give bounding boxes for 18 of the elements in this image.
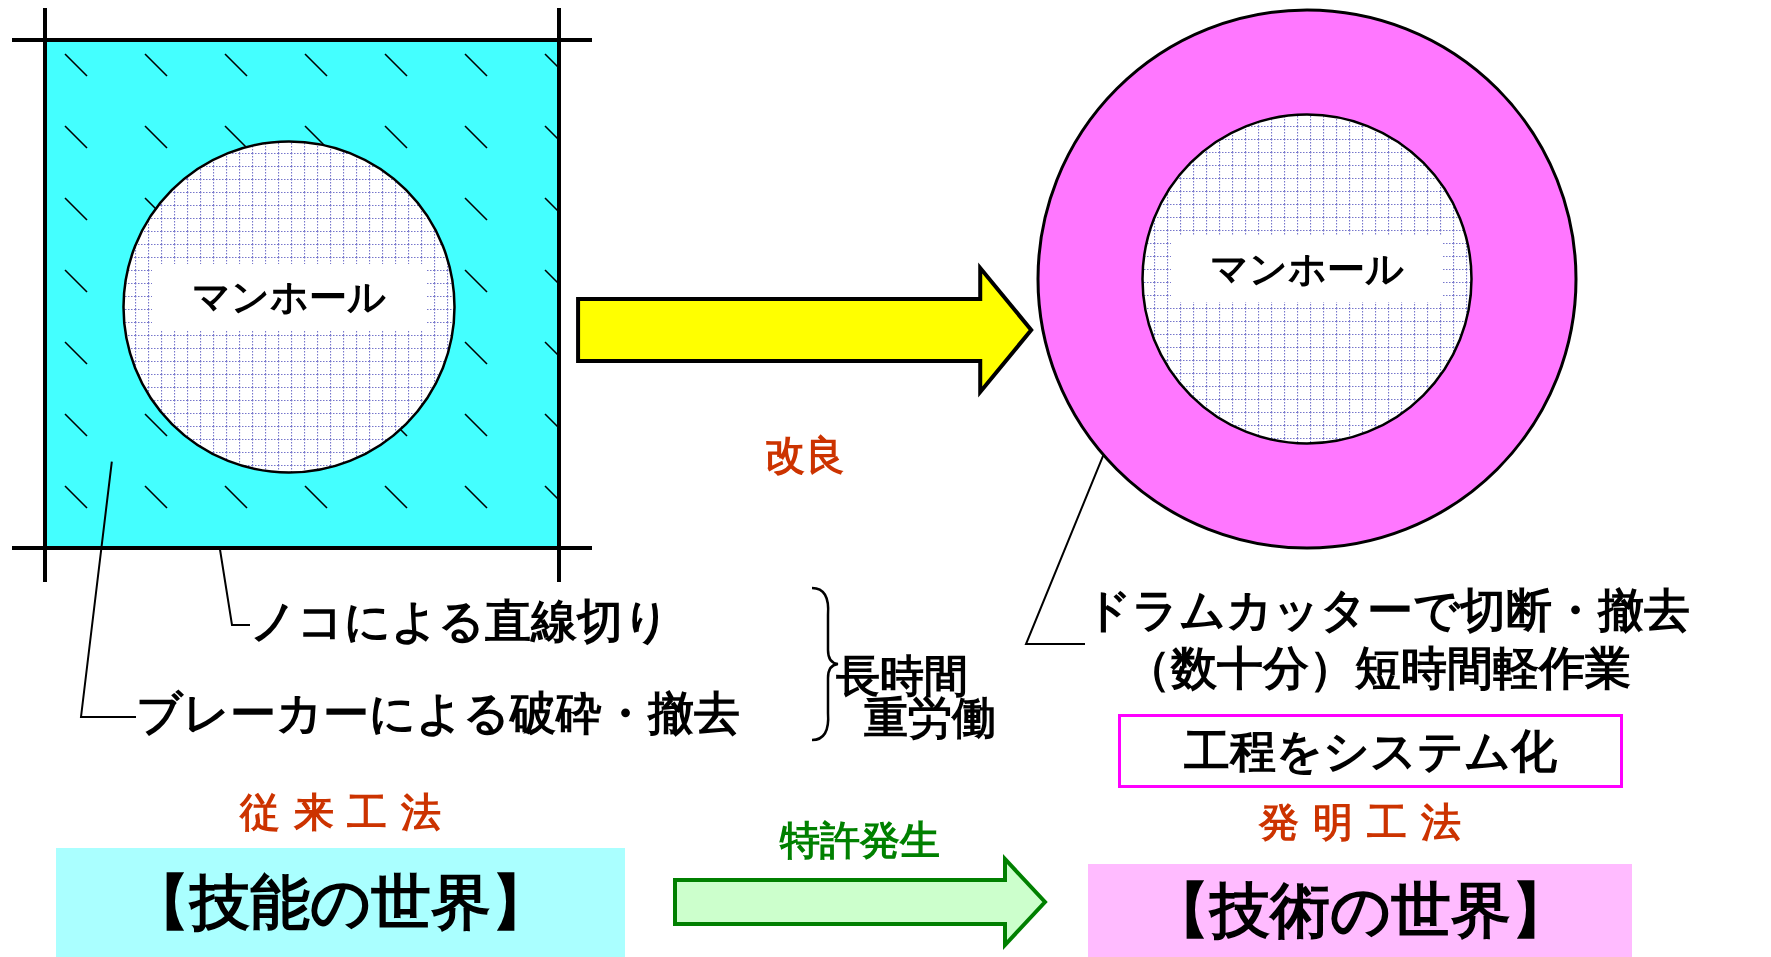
caption-text: （数十分）短時間軽作業 <box>1125 643 1631 694</box>
block-arrow <box>673 853 1048 951</box>
leader-line <box>1024 453 1105 645</box>
edge-label: 改良 <box>763 433 846 477</box>
heading-text: 従 来 工 法 <box>238 790 443 834</box>
heading-text: 発 明 工 法 <box>1257 800 1462 844</box>
caption-text: ノコによる直線切り <box>250 596 670 647</box>
leader-line <box>218 547 251 626</box>
edge-label: 特許発生 <box>778 818 941 862</box>
caption-text: ドラムカッターで切断・撤去 <box>1085 585 1690 636</box>
framed-label: 工程をシステム化 <box>1118 714 1623 788</box>
manhole-label: マンホール <box>1170 235 1444 303</box>
caption-text: ブレーカーによる破砕・撤去 <box>136 688 740 739</box>
leader-line <box>79 460 137 718</box>
title-box: 【技術の世界】 <box>1088 864 1632 957</box>
manhole-label: マンホール <box>152 263 426 331</box>
block-arrow <box>576 262 1034 398</box>
title-box: 【技能の世界】 <box>56 848 625 957</box>
